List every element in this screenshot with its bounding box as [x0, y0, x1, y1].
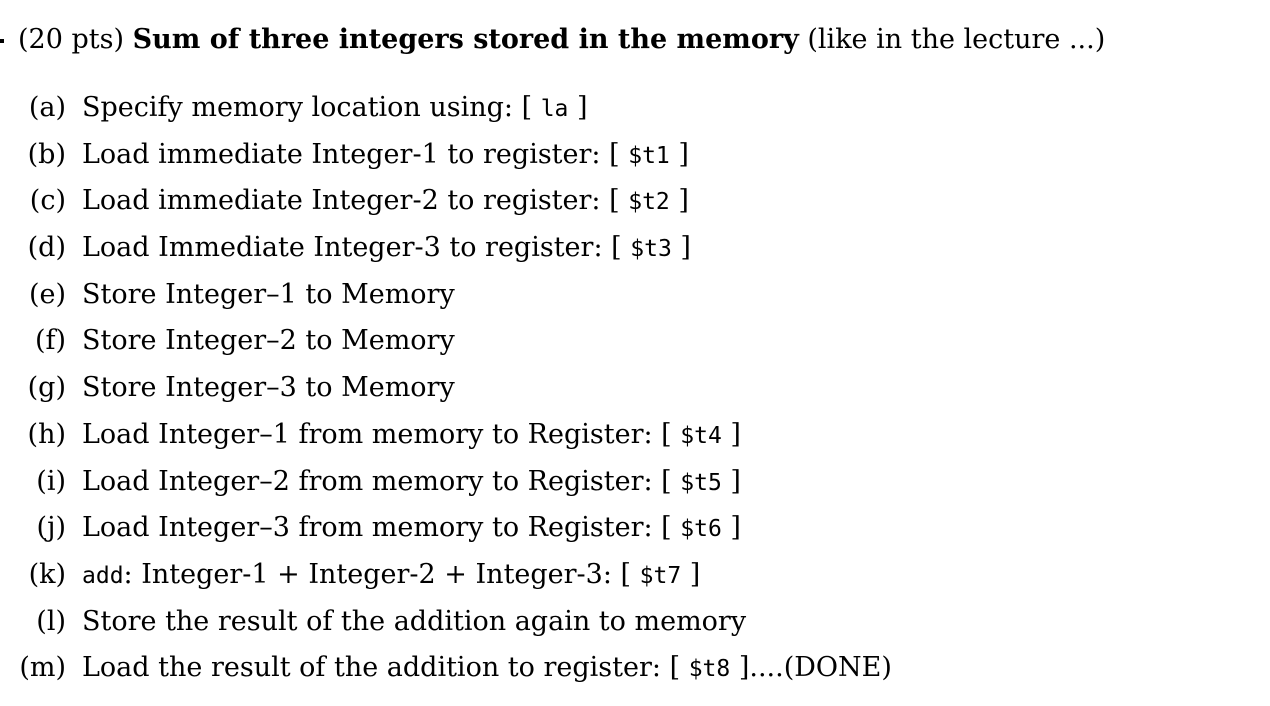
item-text: Store the result of the addition again t…	[82, 605, 747, 637]
item-text: Store Integer–2 to Memory	[82, 325, 455, 357]
item-text: Specify memory location using: [ la ]	[82, 92, 588, 123]
register-code: $t2	[628, 189, 670, 216]
item-text: Store Integer–1 to Memory	[82, 278, 455, 310]
register-code: $t1	[628, 142, 670, 169]
register-code: $t7	[639, 562, 682, 589]
register-code: la	[540, 96, 569, 122]
item-marker: (b)	[27, 138, 66, 170]
item-text: Load Integer–1 from memory to Register: …	[82, 418, 741, 450]
done-suffix: ....(DONE)	[749, 652, 892, 684]
instruction-code: add	[82, 562, 124, 589]
item-text: Load Integer–3 from memory to Register: …	[82, 512, 741, 544]
item-text: Load Integer–2 from memory to Register: …	[82, 465, 741, 497]
item-text: add: Integer-1 + Integer-2 + Integer-3: …	[82, 558, 701, 590]
item-marker: (k)	[28, 558, 66, 590]
item-text: Load the result of the addition to regis…	[82, 652, 892, 684]
problem-header: (20 pts) Sum of three integers stored in…	[0, 24, 1105, 55]
problem-points: (20 pts)	[18, 24, 124, 55]
item-marker: (e)	[28, 278, 66, 310]
item-marker: (c)	[29, 185, 66, 217]
register-code: $t4	[680, 422, 722, 449]
problem-note: (like in the lecture ...)	[807, 24, 1106, 55]
item-text: Load immediate Integer-2 to register: [ …	[82, 185, 689, 217]
item-marker: (l)	[36, 605, 66, 637]
item-marker: (f)	[34, 325, 66, 357]
register-code: $t8	[688, 656, 731, 683]
item-marker: (m)	[19, 652, 66, 684]
item-marker: (d)	[27, 232, 66, 264]
item-marker: (h)	[27, 418, 66, 450]
register-code: $t6	[680, 516, 722, 543]
item-text: Load Immediate Integer-3 to register: [ …	[82, 232, 691, 264]
register-code: $t5	[680, 469, 722, 496]
item-marker: (j)	[36, 512, 66, 544]
item-text: Load immediate Integer-1 to register: [ …	[82, 138, 689, 170]
problem-title: Sum of three integers stored in the memo…	[132, 24, 799, 55]
item-text: Store Integer–3 to Memory	[82, 372, 455, 404]
list-bullet	[0, 38, 4, 43]
item-marker: (a)	[28, 92, 66, 123]
item-marker: (i)	[36, 465, 66, 497]
item-marker: (g)	[27, 372, 66, 404]
register-code: $t3	[630, 236, 672, 263]
